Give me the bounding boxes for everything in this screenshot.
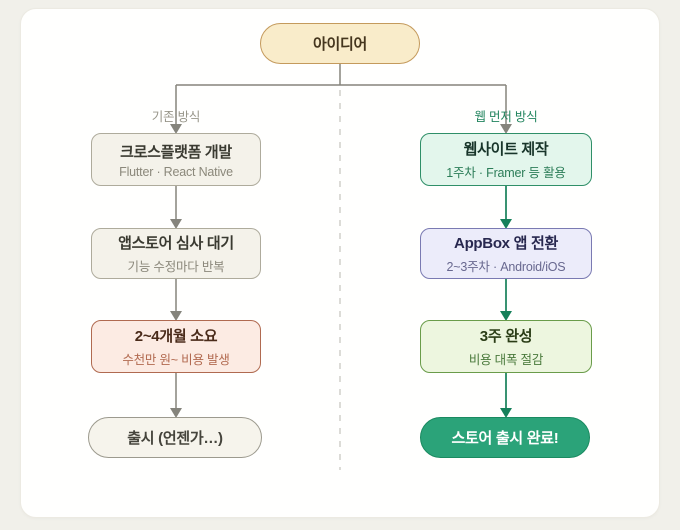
node-title: 웹사이트 제작 — [463, 141, 549, 158]
node-title: 스토어 출시 완료! — [451, 430, 559, 447]
arrowhead-right-branch — [500, 124, 512, 134]
node-appbox-conversion: AppBox 앱 전환 2~3주차 · Android/iOS — [420, 228, 592, 279]
node-idea-label: 아이디어 — [312, 36, 367, 53]
left-column-arrowheads — [170, 219, 182, 418]
split-connector — [175, 63, 507, 126]
node-website-build: 웹사이트 제작 1주차 · Framer 등 활용 — [420, 133, 592, 186]
node-store-launch-complete: 스토어 출시 완료! — [420, 417, 590, 458]
node-title: 3주 완성 — [479, 328, 533, 345]
node-launch-someday: 출시 (언젠가…) — [88, 417, 262, 458]
arrowhead-left-branch — [170, 124, 182, 134]
node-subtitle: 수천만 원~ 비용 발생 — [122, 353, 230, 367]
node-subtitle: 비용 대폭 절감 — [468, 353, 544, 367]
branch-label-traditional: 기존 방식 — [151, 110, 201, 124]
node-title: 앱스토어 심사 대기 — [118, 235, 234, 252]
node-crossplatform-dev: 크로스플랫폼 개발 Flutter · React Native — [91, 133, 261, 186]
node-3-weeks-complete: 3주 완성 비용 대폭 절감 — [420, 320, 592, 373]
node-title: 2~4개월 소요 — [134, 328, 218, 345]
right-column-arrowheads — [500, 219, 512, 418]
node-2-4-months-cost: 2~4개월 소요 수천만 원~ 비용 발생 — [91, 320, 261, 373]
node-appstore-review-wait: 앱스토어 심사 대기 기능 수정마다 반복 — [91, 228, 261, 279]
node-subtitle: 기능 수정마다 반복 — [127, 260, 225, 274]
node-subtitle: 1주차 · Framer 등 활용 — [446, 166, 566, 180]
node-subtitle: Flutter · React Native — [119, 164, 233, 179]
node-title: AppBox 앱 전환 — [454, 235, 558, 252]
node-title: 출시 (언젠가…) — [127, 430, 223, 447]
branch-label-web-first: 웹 먼저 방식 — [474, 110, 538, 124]
node-idea: 아이디어 — [260, 23, 420, 64]
node-subtitle: 2~3주차 · Android/iOS — [446, 260, 566, 274]
node-title: 크로스플랫폼 개발 — [120, 143, 232, 161]
